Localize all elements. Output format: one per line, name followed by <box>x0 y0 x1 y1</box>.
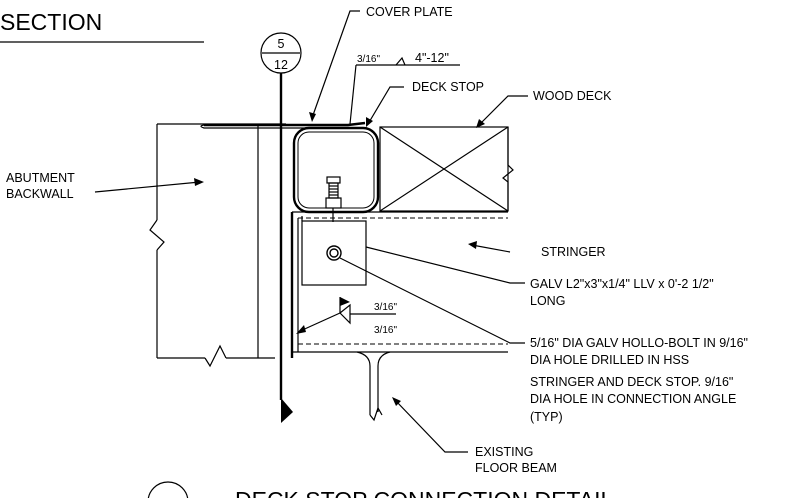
cover-plate-lower-edge <box>200 124 348 129</box>
deck-stop-tube-outer <box>292 126 380 214</box>
bolt-shank <box>328 182 339 199</box>
angle-label-line2: LONG <box>530 294 565 308</box>
bolt-label-line1: 5/16" DIA GALV HOLLO-BOLT IN 9/16" <box>530 336 748 350</box>
bolt-label-line5: (TYP) <box>530 410 563 424</box>
wood-deck-leader <box>477 95 528 127</box>
deck-stop-leader <box>367 86 404 125</box>
existing-floor-beam <box>356 351 391 422</box>
floor-beam-arrow <box>392 397 401 406</box>
top-weld-fillet-symbol <box>395 56 406 66</box>
bolt-leader <box>339 257 525 344</box>
floor-beam-right-web <box>377 351 391 412</box>
cover-plate-leader <box>311 10 360 119</box>
floor-beam-left-web <box>356 351 371 415</box>
top-weld-spacing: 4"-12" <box>415 51 449 65</box>
backwall-break-symbol <box>149 219 165 251</box>
cover-plate-label: COVER PLATE <box>366 5 453 19</box>
abutment-backwall <box>149 123 286 368</box>
floor-beam-leader <box>394 399 468 453</box>
wood-deck-diag-2 <box>379 126 509 212</box>
bolt-nut <box>325 197 342 209</box>
cover-plate <box>204 121 366 127</box>
abutment-leader <box>94 181 201 193</box>
section-title: SECTION <box>0 9 102 35</box>
wood-deck-arrow <box>476 119 485 128</box>
bolt-head <box>326 176 341 184</box>
bolt-label-line2: DIA HOLE DRILLED IN HSS <box>530 353 689 367</box>
bolt-label-line4: DIA HOLE IN CONNECTION ANGLE <box>530 392 736 406</box>
angle-bolt-hole-outer <box>326 245 342 261</box>
bolt-label-line3: STRINGER AND DECK STOP. 9/16" <box>530 375 733 389</box>
angle-leader <box>365 246 525 284</box>
detail-title-bubble <box>147 481 189 498</box>
side-weld-fillet-triangle <box>339 303 351 325</box>
wood-deck-outline <box>379 126 509 212</box>
side-weld-arrow <box>296 325 306 334</box>
floor-beam-break <box>369 406 383 422</box>
stringer-label: STRINGER <box>541 245 606 259</box>
wood-deck-break <box>502 127 514 211</box>
connection-angle-leg <box>301 220 367 286</box>
top-weld-symbol: 3/16" 4"-12" <box>356 51 460 66</box>
floor-beam-label-line1: EXISTING <box>475 445 533 459</box>
section-cut-arrow <box>281 398 293 423</box>
wood-deck-label: WOOD DECK <box>533 89 612 103</box>
side-weld-field-flag <box>340 297 350 306</box>
stringer-arrow <box>468 241 477 249</box>
side-weld-size-top: 3/16" <box>374 302 397 313</box>
side-weld-size-bottom: 3/16" <box>374 325 397 336</box>
cover-plate-arrow <box>309 112 316 122</box>
deck-stop-tube-inner <box>297 131 375 209</box>
angle-bolt-hole-inner <box>329 248 339 258</box>
detail-title: DECK STOP CONNECTION DETAIL <box>235 487 613 498</box>
top-weld-leader <box>349 64 357 125</box>
backwall-bottom-break <box>204 344 227 368</box>
side-weld-symbol: 3/16" 3/16" <box>296 297 397 336</box>
deck-stop-label: DECK STOP <box>412 80 484 94</box>
section-marker: 5 12 <box>260 32 302 423</box>
wood-deck <box>379 126 514 212</box>
top-weld-size: 3/16" <box>357 54 380 65</box>
hollo-bolt <box>325 176 342 222</box>
abutment-arrow <box>194 178 204 186</box>
abutment-label-line1: ABUTMENT <box>6 171 75 185</box>
abutment-label-line2: BACKWALL <box>6 187 74 201</box>
deck-stop-arrow <box>366 117 373 127</box>
connection-angle <box>301 216 367 286</box>
section-marker-top: 5 <box>278 37 285 51</box>
stringer-leader <box>471 244 511 253</box>
angle-label-line1: GALV L2"x3"x1/4" LLV x 0'-2 1/2" <box>530 277 714 291</box>
section-marker-bottom: 12 <box>274 58 288 72</box>
floor-beam-label-line2: FLOOR BEAM <box>475 461 557 475</box>
